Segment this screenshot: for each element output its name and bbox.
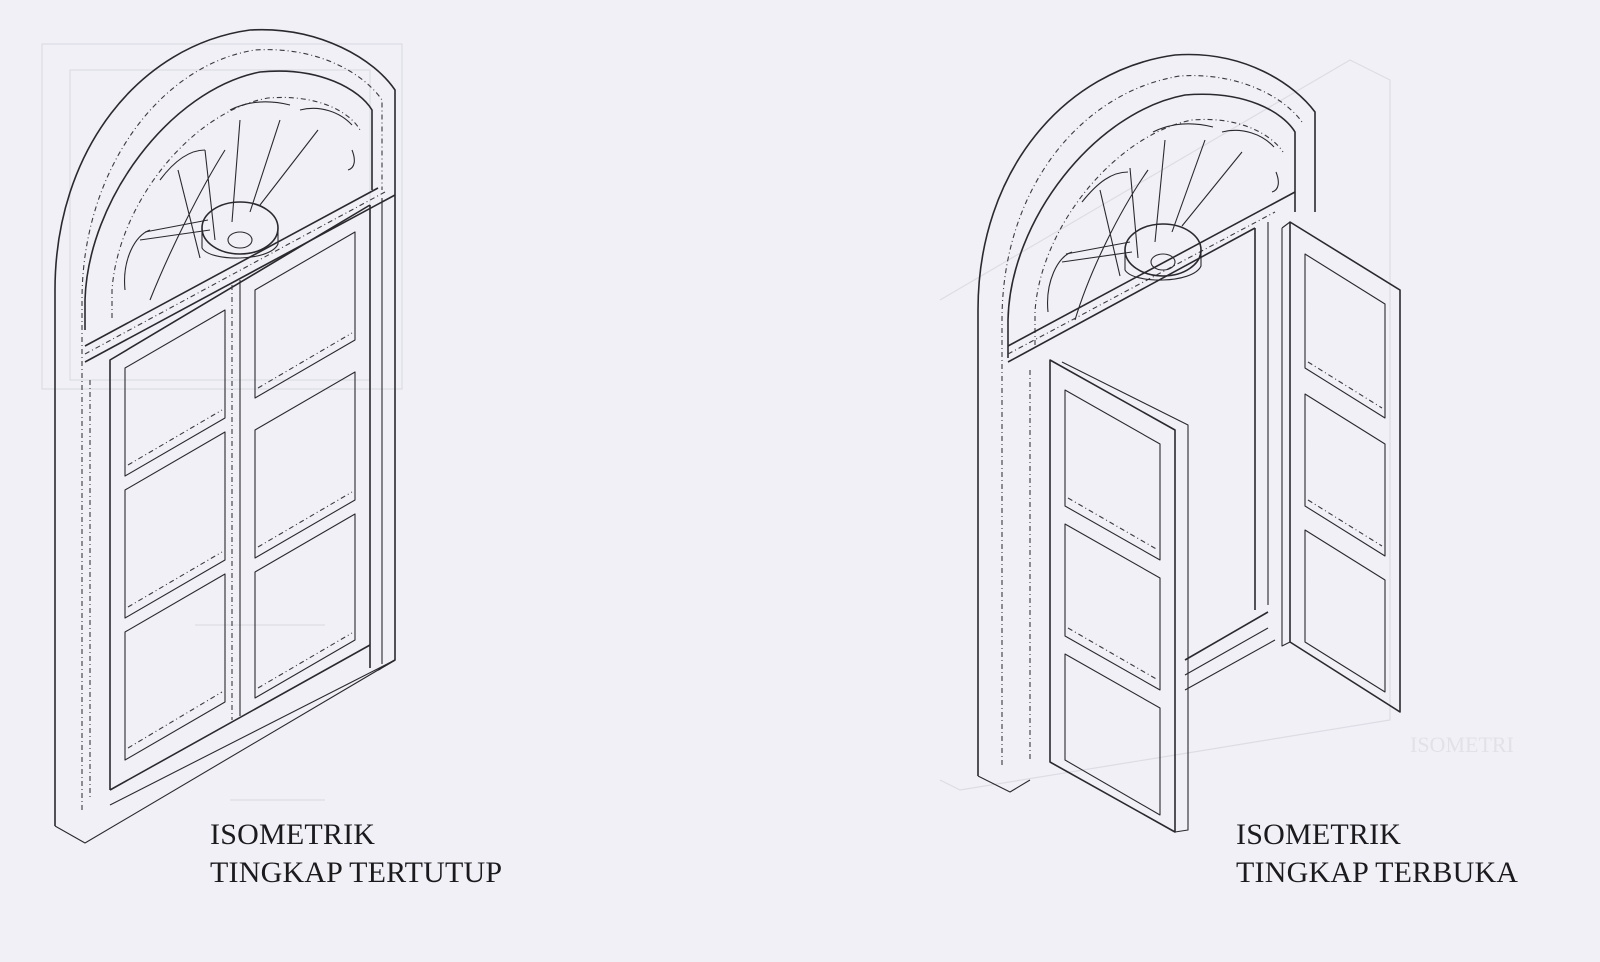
caption-closed-line2: TINGKAP TERTUTUP xyxy=(210,856,503,889)
caption-closed-line1: ISOMETRIK xyxy=(210,818,376,851)
caption-open-line2: TINGKAP TERBUKA xyxy=(1236,856,1519,889)
window-open-drawing xyxy=(977,53,1401,833)
caption-closed-window: ISOMETRIK TINGKAP TERTUTUP xyxy=(210,816,502,892)
window-closed-drawing xyxy=(54,28,396,844)
bleed-through-text: ISOMETRI xyxy=(1410,732,1514,757)
bleed-through-marks xyxy=(41,43,1391,801)
caption-open-window: ISOMETRIK TINGKAP TERBUKA xyxy=(1236,816,1518,892)
caption-open-line1: ISOMETRIK xyxy=(1236,818,1402,851)
